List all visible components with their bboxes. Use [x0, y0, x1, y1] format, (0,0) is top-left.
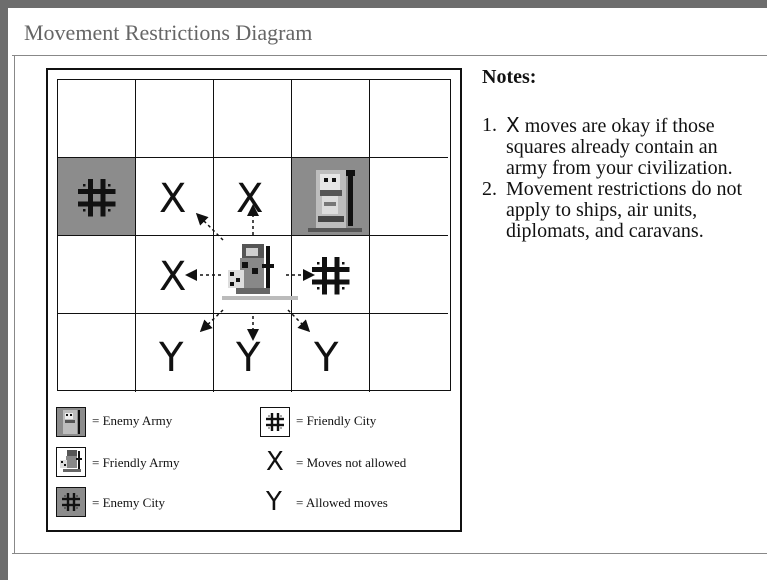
x-mark: X: [236, 176, 264, 222]
grid-cell: [214, 158, 292, 236]
grid-cell: [214, 314, 292, 392]
enemy-city-icon: [78, 179, 116, 217]
grid-cell: [370, 80, 448, 158]
diagram-panel: X X X Y Y Y = Enemy Army = Friendly Ar: [46, 68, 462, 532]
grid-cell: [292, 314, 370, 392]
grid-cell: [370, 236, 448, 314]
x-legend-symbol: X: [266, 447, 284, 477]
grid-cell: [58, 236, 136, 314]
legend-friendly-city: = Friendly City: [296, 413, 377, 428]
left-rule: [14, 56, 15, 553]
note-text: Movement restrictions do not apply to sh…: [506, 178, 743, 242]
grid-cell: [136, 80, 214, 158]
grid-cell: [58, 314, 136, 392]
friendly-city-cell: [292, 236, 370, 314]
grid-overlay: [78, 170, 362, 341]
enemy-city-legend-icon: [56, 487, 86, 517]
grid-cell: [292, 80, 370, 158]
y-mark: Y: [159, 335, 184, 381]
note-number: 1.: [482, 114, 497, 136]
friendly-city-icon: [266, 413, 284, 431]
legend-friendly-army: = Friendly Army: [92, 455, 180, 470]
note-symbol: X: [506, 113, 520, 137]
friendly-army-icon: [60, 450, 82, 472]
grid-cell: [214, 80, 292, 158]
notes-heading: Notes:: [482, 66, 537, 88]
note-text: moves are okay if those squares already …: [506, 115, 733, 179]
note-number: 2.: [482, 178, 497, 200]
enemy-city-cell: [58, 158, 136, 236]
friendly-army-legend-icon: [56, 447, 86, 477]
friendly-city-legend-icon: [260, 407, 290, 437]
notes-list: 1. X moves are okay if those squares alr…: [482, 115, 752, 242]
note-item: 1. X moves are okay if those squares alr…: [482, 115, 752, 179]
page-title: Movement Restrictions Diagram: [24, 20, 313, 45]
enemy-army-legend-icon: [56, 407, 86, 437]
enemy-army-icon: [308, 170, 362, 232]
grid-cell: [136, 314, 214, 392]
friendly-army-cell: [214, 236, 292, 314]
legend-moves-not-allowed: = Moves not allowed: [296, 455, 407, 470]
grid-cell: [370, 158, 448, 236]
y-mark: Y: [314, 335, 339, 381]
legend-allowed-moves: = Allowed moves: [296, 495, 388, 510]
notes-panel: Notes: 1. X moves are okay if those squa…: [482, 66, 752, 242]
note-item: 2. Movement restrictions do not apply to…: [482, 179, 752, 242]
friendly-city-icon: [312, 257, 350, 295]
y-legend-symbol: Y: [266, 487, 282, 517]
x-mark: X: [159, 254, 187, 300]
legend-enemy-army: = Enemy Army: [92, 413, 173, 428]
title-divider: [12, 55, 767, 56]
friendly-army-icon: [222, 244, 298, 300]
y-mark: Y: [236, 335, 261, 381]
bottom-rule: [12, 553, 767, 554]
enemy-city-icon: [62, 493, 80, 511]
legend-enemy-city: = Enemy City: [92, 495, 166, 510]
movement-grid: X X X Y Y Y: [57, 79, 451, 392]
x-mark: X: [159, 176, 187, 222]
grid-cell: [58, 80, 136, 158]
grid-cell: [136, 158, 214, 236]
enemy-army-icon: [63, 410, 80, 434]
